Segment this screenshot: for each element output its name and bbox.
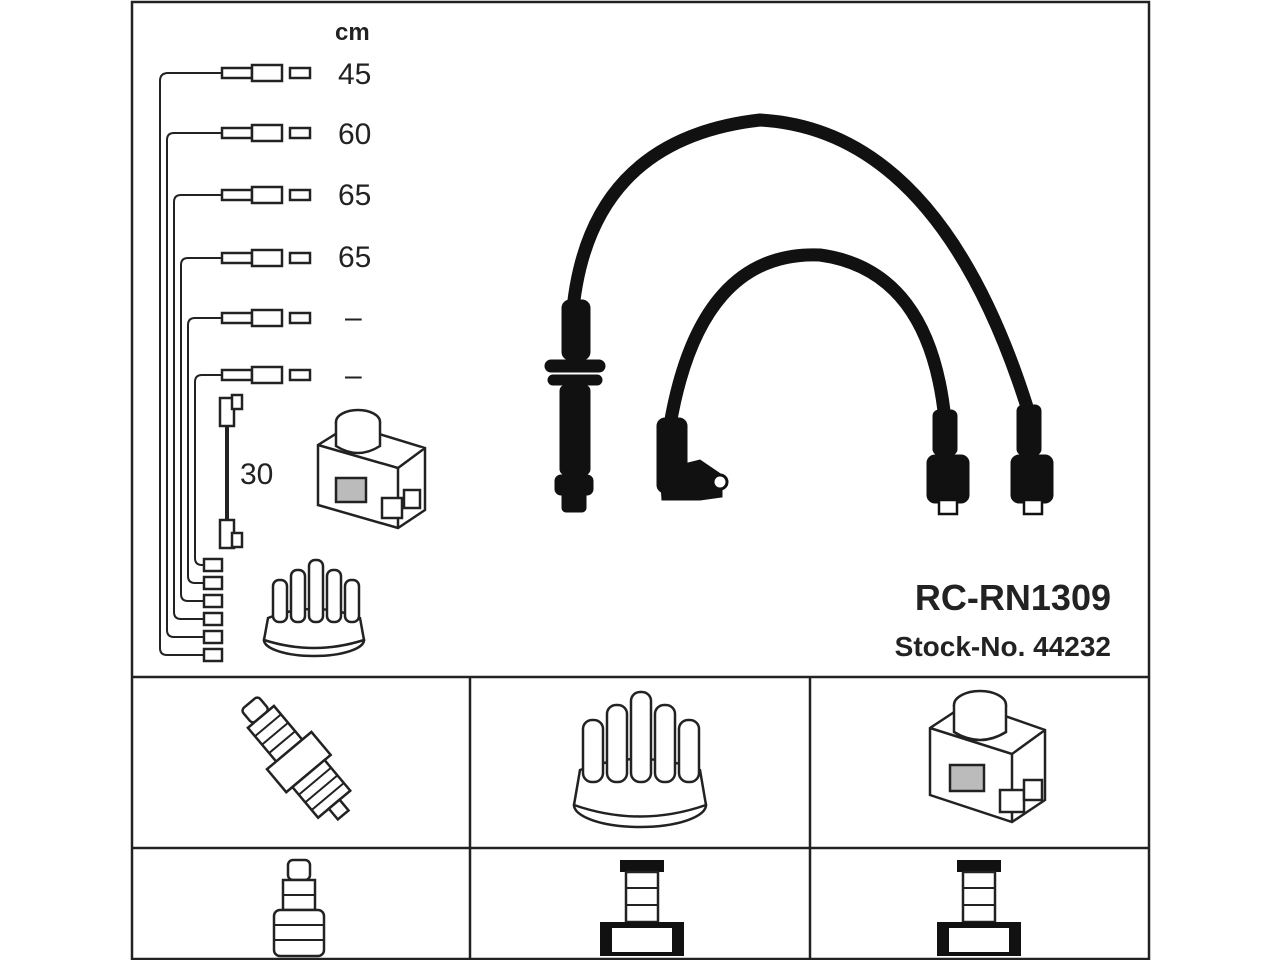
lead-length-4: 65 (338, 241, 371, 274)
ignition-coil-large-icon (928, 689, 1047, 824)
lead-6: – (194, 359, 362, 566)
coil-connector-profile-icon (937, 860, 1021, 956)
coil-lead-length: 30 (240, 458, 273, 491)
coil-lead: 30 (218, 393, 273, 550)
lead-4: 65 (180, 241, 371, 602)
lead-schematic: cm 45 60 65 65 (159, 19, 427, 663)
coil-boot-middle (926, 409, 970, 516)
plug-boot-left (544, 299, 606, 513)
ignition-coil-icon (316, 408, 427, 530)
lead-length-5: – (345, 301, 362, 334)
lead-1: 45 (159, 58, 371, 656)
distributor-cap-icon (262, 558, 366, 658)
lead-length-6: – (345, 359, 362, 392)
terminal-stack (202, 557, 224, 663)
stock-number: Stock-No. 44232 (895, 631, 1111, 662)
lead-length-3: 65 (338, 179, 371, 212)
coil-boot-right (1010, 404, 1054, 516)
lead-length-2: 60 (338, 118, 371, 151)
cap-connector-profile-icon (600, 860, 684, 956)
lead-length-1: 45 (338, 58, 371, 91)
plug-connector-profile-icon (272, 858, 326, 958)
product-code: RC-RN1309 (915, 577, 1111, 618)
unit-label: cm (335, 19, 370, 46)
angled-boot (656, 417, 729, 501)
lead-2: 60 (166, 118, 371, 638)
frame (130, 0, 1151, 960)
lead-5: – (187, 301, 362, 584)
ignition-wires (544, 113, 1054, 516)
lead-3: 65 (173, 179, 371, 620)
spark-plug-icon (241, 696, 353, 822)
distributor-cap-large-icon (572, 690, 708, 829)
